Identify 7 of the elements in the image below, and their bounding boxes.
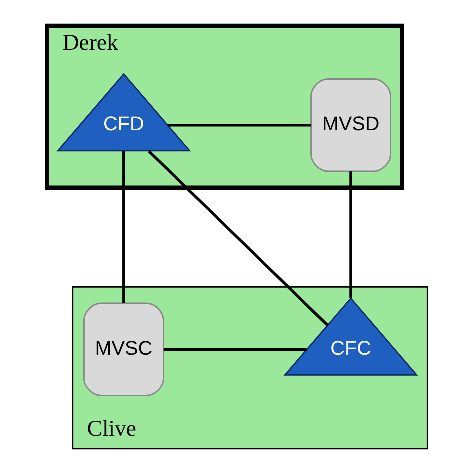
node-box: MVSD (310, 78, 391, 172)
connector (163, 348, 306, 351)
connector (148, 150, 328, 326)
node-box: MVSC (83, 302, 164, 396)
connector (349, 171, 352, 298)
connector (122, 150, 125, 303)
connector (167, 123, 310, 126)
